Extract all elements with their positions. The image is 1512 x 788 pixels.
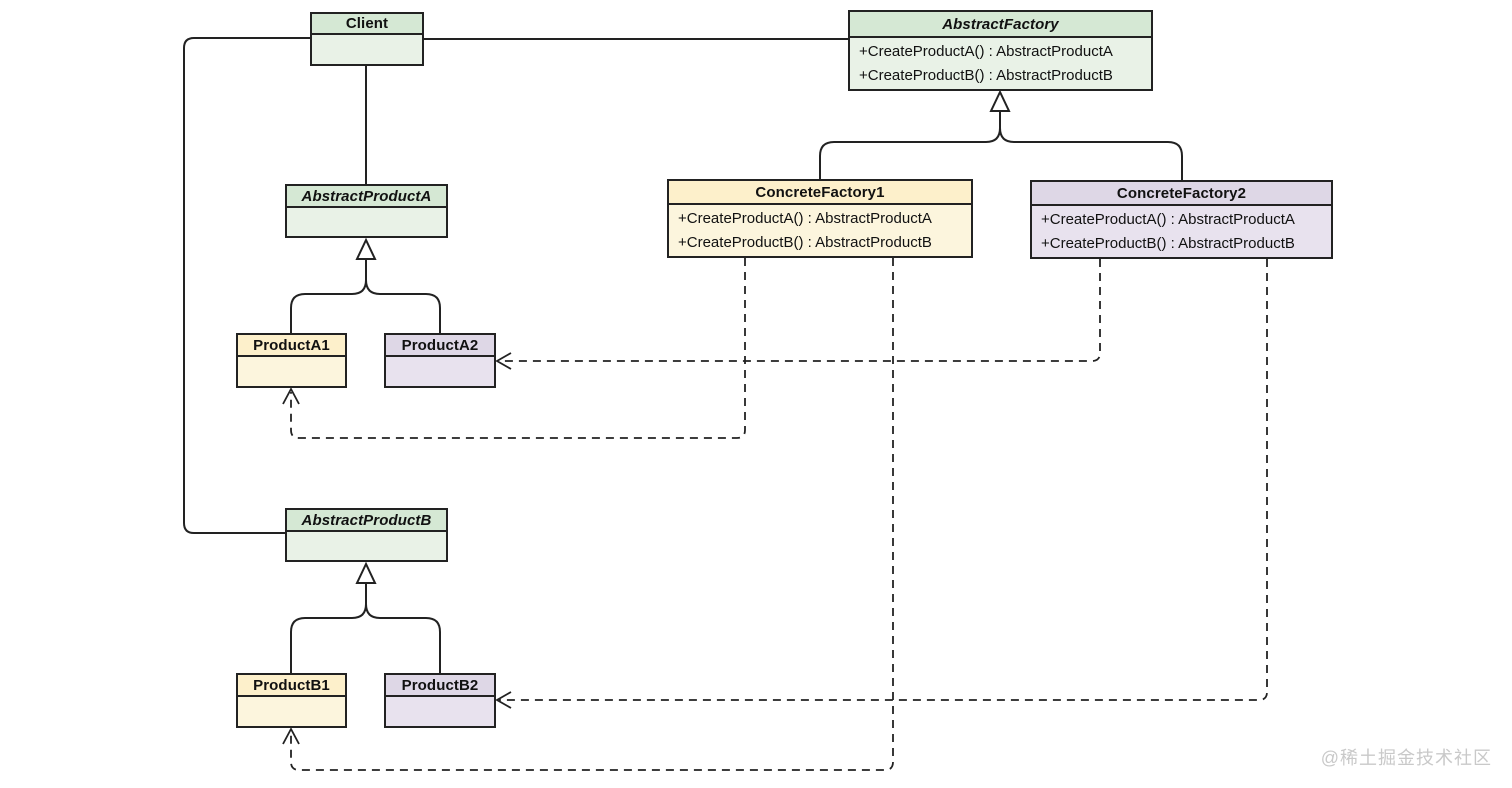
class-title-abstract-product-a: AbstractProductA [287, 186, 446, 208]
inheritance-triangle-abstractproducta [355, 237, 377, 260]
method-create-product-a: +CreateProductA() : AbstractProductA [678, 209, 932, 227]
method-create-product-b: +CreateProductB() : AbstractProductB [1041, 234, 1295, 252]
edge-concretefactory2-producta2 [499, 259, 1101, 362]
class-body-product-a1 [238, 357, 345, 386]
class-title-concrete-factory2: ConcreteFactory2 [1032, 182, 1331, 206]
class-title-product-b1: ProductB1 [238, 675, 345, 697]
edge-productb1-abstractproductb [290, 583, 367, 673]
class-box-abstract-product-a: AbstractProductA [285, 184, 448, 238]
dependency-arrowhead-producta1 [282, 387, 300, 405]
edge-productb2-abstractproductb [365, 583, 441, 673]
method-create-product-a: +CreateProductA() : AbstractProductA [859, 42, 1113, 60]
class-box-product-a1: ProductA1 [236, 333, 347, 388]
class-body-product-a2 [386, 357, 494, 386]
dependency-arrowhead-productb2 [495, 691, 512, 709]
class-title-abstract-product-b: AbstractProductB [287, 510, 446, 532]
class-title-concrete-factory1: ConcreteFactory1 [669, 181, 971, 205]
class-box-abstract-factory: AbstractFactory +CreateProductA() : Abst… [848, 10, 1153, 91]
class-body-product-b1 [238, 697, 345, 726]
class-box-abstract-product-b: AbstractProductB [285, 508, 448, 562]
method-create-product-b: +CreateProductB() : AbstractProductB [859, 66, 1113, 84]
class-title-product-b2: ProductB2 [386, 675, 494, 697]
class-box-concrete-factory2: ConcreteFactory2 +CreateProductA() : Abs… [1030, 180, 1333, 259]
class-body-abstract-product-b [287, 532, 446, 560]
edge-concretefactory1-abstractfactory [819, 111, 1001, 179]
class-title-product-a1: ProductA1 [238, 335, 345, 357]
edge-producta2-abstractproducta [365, 259, 441, 333]
class-title-abstract-factory: AbstractFactory [850, 12, 1151, 38]
watermark-text: @稀土掘金技术社区 [1320, 748, 1492, 768]
class-title-product-a2: ProductA2 [386, 335, 494, 357]
class-box-client: Client [310, 12, 424, 66]
dependency-arrowhead-productb1 [282, 727, 300, 745]
edge-concretefactory2-abstractfactory [999, 111, 1183, 180]
edge-concretefactory2-productb2 [499, 259, 1268, 701]
class-body-abstract-factory: +CreateProductA() : AbstractProductA +Cr… [850, 38, 1151, 89]
class-body-concrete-factory2: +CreateProductA() : AbstractProductA +Cr… [1032, 206, 1331, 257]
class-box-product-b2: ProductB2 [384, 673, 496, 728]
method-create-product-b: +CreateProductB() : AbstractProductB [678, 233, 932, 251]
inheritance-triangle-abstractproductb [355, 561, 377, 584]
edge-concretefactory1-producta1 [290, 258, 746, 439]
class-box-product-a2: ProductA2 [384, 333, 496, 388]
class-title-client: Client [312, 14, 422, 35]
inheritance-triangle-abstractfactory [989, 89, 1011, 112]
edge-client-abstractproductb [183, 37, 310, 534]
class-body-abstract-product-a [287, 208, 446, 236]
class-body-client [312, 35, 422, 64]
class-box-product-b1: ProductB1 [236, 673, 347, 728]
class-body-product-b2 [386, 697, 494, 726]
method-create-product-a: +CreateProductA() : AbstractProductA [1041, 210, 1295, 228]
edge-concretefactory1-productb1 [290, 258, 894, 771]
class-body-concrete-factory1: +CreateProductA() : AbstractProductA +Cr… [669, 205, 971, 256]
dependency-arrowhead-producta2 [495, 352, 512, 370]
edge-producta1-abstractproducta [290, 259, 367, 333]
class-box-concrete-factory1: ConcreteFactory1 +CreateProductA() : Abs… [667, 179, 973, 258]
